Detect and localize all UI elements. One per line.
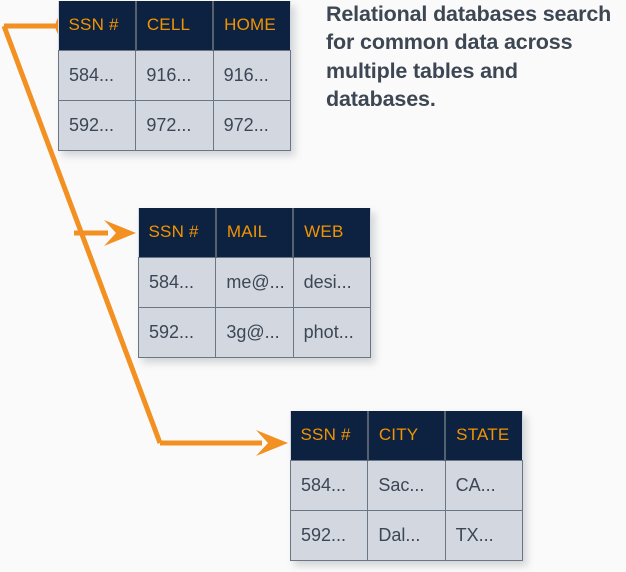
column-header-ssn[interactable]: SSN # [138, 208, 217, 257]
column-header-home[interactable]: HOME [213, 1, 291, 50]
column-header-web[interactable]: WEB [293, 208, 371, 257]
column-header-mail[interactable]: MAIL [215, 208, 295, 257]
cell-ssn: 592... [137, 307, 217, 358]
table-header-row: SSN # MAIL WEB [138, 208, 371, 257]
contact-phone-table: SSN # CELL HOME 584... 916... 916... 592… [57, 1, 291, 151]
cell-home: 916... [212, 49, 291, 101]
table-row: 592... 972... 972... [57, 100, 291, 151]
cell-state: CA... [444, 459, 523, 511]
cell-cell: 916... [135, 49, 214, 101]
cell-web: desi... [292, 256, 371, 308]
cell-city: Dal... [367, 510, 446, 561]
table-row: 592... 3g@... phot... [137, 307, 371, 358]
contact-location-table: SSN # CITY STATE 584... Sac... CA... 592… [289, 411, 523, 561]
table-row: 584... Sac... CA... [289, 459, 523, 511]
cell-web: phot... [292, 307, 371, 358]
cell-city: Sac... [367, 459, 446, 511]
cell-state: TX... [444, 510, 523, 561]
column-header-city[interactable]: CITY [367, 411, 447, 460]
cell-ssn: 584... [57, 49, 137, 101]
cell-cell: 972... [135, 100, 214, 151]
diagram-caption: Relational databases search for common d… [326, 2, 612, 112]
column-header-ssn[interactable]: SSN # [58, 1, 137, 50]
cell-ssn: 584... [137, 256, 217, 308]
table-row: 584... 916... 916... [57, 49, 291, 101]
column-header-state[interactable]: STATE [445, 411, 523, 460]
contact-online-table: SSN # MAIL WEB 584... me@... desi... 592… [137, 208, 371, 358]
table-row: 584... me@... desi... [137, 256, 371, 308]
table-header-row: SSN # CITY STATE [290, 411, 523, 460]
cell-mail: me@... [215, 256, 294, 308]
cell-mail: 3g@... [215, 307, 294, 358]
column-header-ssn[interactable]: SSN # [290, 411, 369, 460]
cell-ssn: 592... [57, 100, 137, 151]
cell-ssn: 592... [289, 510, 369, 561]
cell-ssn: 584... [289, 459, 369, 511]
table-row: 592... Dal... TX... [289, 510, 523, 561]
table-header-row: SSN # CELL HOME [58, 1, 291, 50]
arrowhead-table-3-icon [256, 430, 288, 456]
cell-home: 972... [212, 100, 291, 151]
column-header-cell[interactable]: CELL [135, 1, 215, 50]
arrowhead-table-2-icon [104, 220, 136, 246]
